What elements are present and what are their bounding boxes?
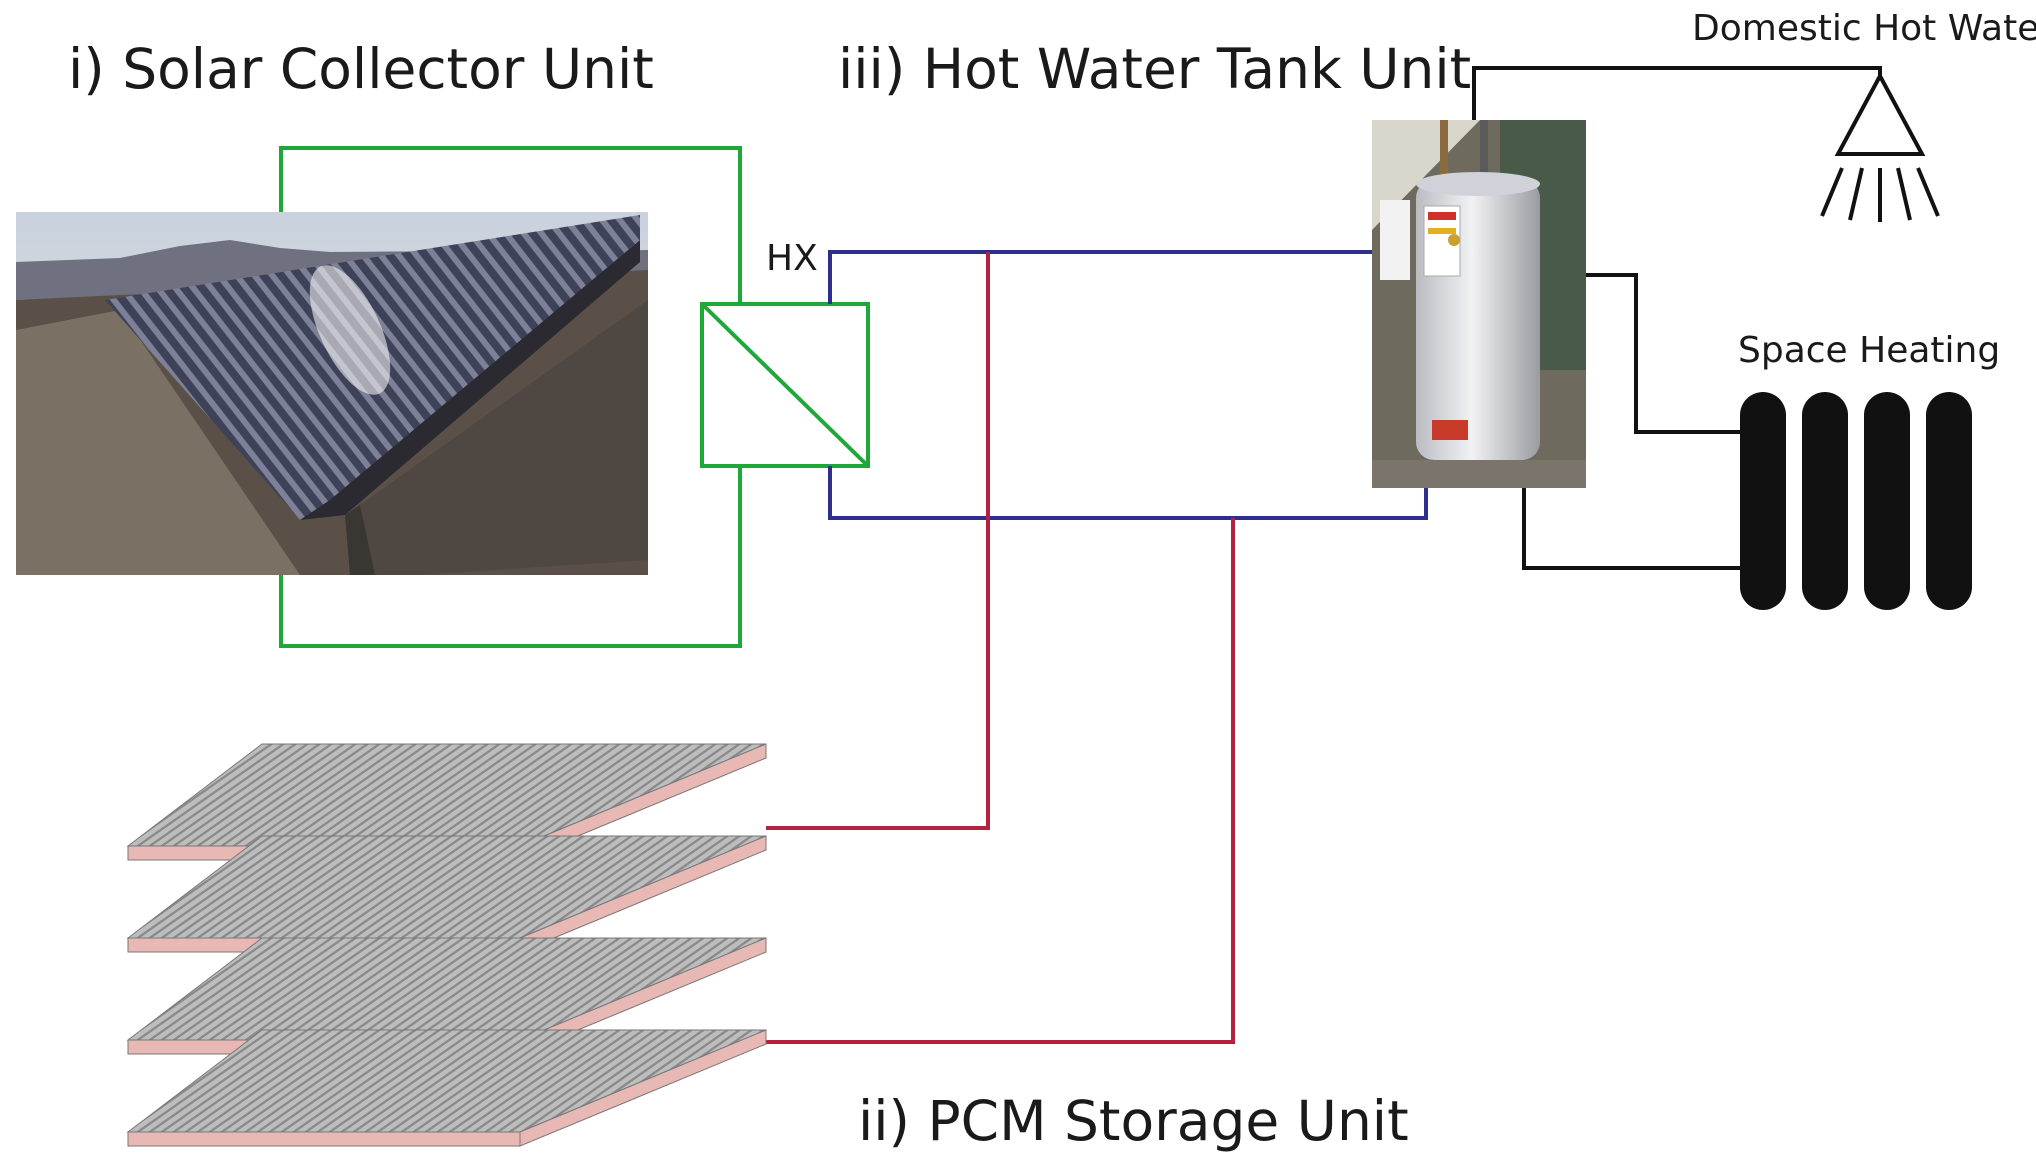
pcm-loop-upper	[766, 252, 990, 830]
heat-exchanger-icon	[700, 302, 870, 468]
heat-exchanger-label: HX	[766, 238, 818, 279]
radiator-fin	[1802, 392, 1848, 610]
pcm-loop-lower	[766, 518, 1235, 1044]
radiator-fin	[1740, 392, 1786, 610]
hot-water-tank-unit-label: iii) Hot Water Tank Unit	[838, 37, 1471, 101]
hot-water-tank-photo	[1372, 120, 1586, 488]
solar-loop-supply	[279, 146, 742, 304]
solar-loop-return	[279, 466, 742, 648]
shower-head-icon	[1820, 71, 1940, 222]
tank-loop-supply	[828, 250, 1372, 304]
space-heating-label: Space Heating	[1738, 330, 2000, 371]
pcm-plate-icon	[126, 1029, 767, 1147]
radiator-icon	[1740, 392, 1972, 610]
pcm-loop	[766, 252, 1235, 1044]
pcm-storage-unit-label: ii) PCM Storage Unit	[858, 1089, 1409, 1153]
solar-collector-unit-label: i) Solar Collector Unit	[68, 37, 654, 101]
space-heating-supply	[1586, 273, 1740, 434]
solar-collector-photo	[16, 212, 648, 575]
solar-loop	[279, 146, 742, 648]
tank-loop	[828, 250, 1428, 520]
tank-loop-return	[828, 466, 1428, 520]
space-heating-return	[1522, 488, 1740, 570]
pcm-storage-stack	[126, 743, 767, 1147]
pcm-plate-icon	[126, 937, 767, 1055]
domestic-hot-water-label: Domestic Hot Water	[1692, 8, 2036, 49]
radiator-fin	[1864, 392, 1910, 610]
radiator-fin	[1926, 392, 1972, 610]
domestic-hot-water-line	[1472, 66, 1882, 120]
